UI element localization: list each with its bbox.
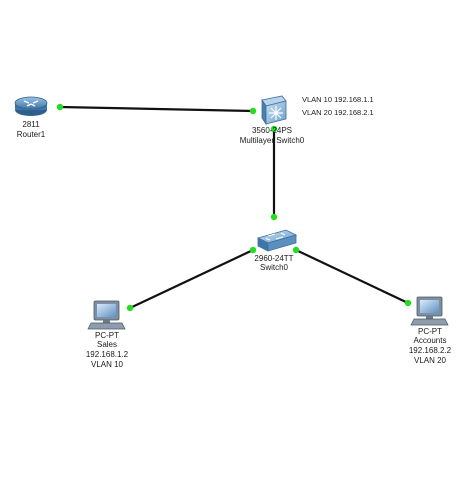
vlan20-gateway-label: VLAN 20 192.168.2.1 [302, 108, 374, 117]
switch-model-label: 2960-24TT [254, 254, 293, 263]
link-switch-sales[interactable] [129, 249, 254, 309]
multilayer-switch-model-label: 3560-24PS [252, 126, 292, 135]
pc-accounts-device[interactable]: PC-PT Accounts 192.168.2.2 VLAN 20 [409, 296, 452, 365]
pc-sales-ip-label: 192.168.1.2 [86, 350, 129, 359]
link-switch-accounts[interactable] [295, 249, 409, 304]
links [59, 105, 409, 309]
router-device[interactable]: 2811 Router1 [14, 96, 48, 139]
multilayer-switch-device[interactable]: 3560-24PS Multilayer Switch0 VLAN 10 192… [240, 95, 374, 145]
router-model-label: 2811 [22, 120, 40, 129]
pc-accounts-name-label: Accounts [414, 336, 447, 345]
pc-icon [410, 296, 449, 326]
switch-name-label: Switch0 [260, 263, 289, 272]
link-router-multilayer[interactable] [59, 105, 254, 113]
pc-sales-vlan-label: VLAN 10 [91, 360, 124, 369]
pc-accounts-vlan-label: VLAN 20 [414, 356, 447, 365]
link-light [292, 246, 300, 254]
multilayer-switch-name-label: Multilayer Switch0 [240, 136, 305, 145]
link-light [249, 246, 257, 254]
router-name-label: Router1 [17, 130, 46, 139]
link-light [249, 107, 257, 115]
router-icon [14, 96, 48, 116]
link-light [270, 213, 278, 221]
link-light [404, 299, 412, 307]
pc-accounts-model-label: PC-PT [418, 327, 442, 336]
link-light [270, 125, 278, 133]
multilayer-switch-icon [261, 95, 287, 126]
link-lights [56, 103, 412, 312]
pc-icon [87, 300, 126, 330]
link-light [56, 103, 64, 111]
pc-sales-device[interactable]: PC-PT Sales 192.168.1.2 VLAN 10 [86, 300, 129, 369]
pc-sales-model-label: PC-PT [95, 331, 119, 340]
pc-accounts-ip-label: 192.168.2.2 [409, 346, 452, 355]
vlan10-gateway-label: VLAN 10 192.168.1.1 [302, 95, 374, 104]
switch-icon [256, 229, 298, 252]
switch-device[interactable]: 2960-24TT Switch0 [254, 229, 298, 272]
link-light [126, 304, 134, 312]
pc-sales-name-label: Sales [97, 340, 117, 349]
